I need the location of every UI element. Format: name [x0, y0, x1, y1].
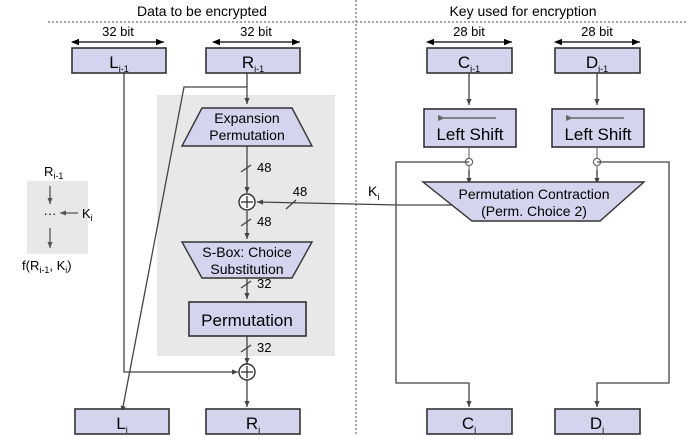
block-permutation-contraction: Permutation Contraction (Perm. Choice 2) [420, 181, 646, 222]
svg-text:Ri: Ri [246, 414, 260, 435]
box-l-prev: Li-1 [71, 47, 167, 74]
box-c-prev: Ci-1 [426, 47, 513, 74]
bitlabel-sbox-out: 32 [257, 276, 271, 291]
svg-text:Left Shift: Left Shift [436, 125, 503, 144]
legend-bg [27, 181, 88, 254]
svg-text:Li: Li [116, 414, 127, 435]
svg-text:Ci: Ci [462, 414, 476, 435]
legend-dots: ··· [44, 206, 57, 221]
svg-text:Di: Di [590, 414, 604, 435]
svg-text:32 bit: 32 bit [240, 24, 272, 39]
svg-text:Expansion: Expansion [214, 110, 279, 126]
svg-text:Di-1: Di-1 [586, 53, 608, 74]
svg-text:(Perm. Choice 2): (Perm. Choice 2) [481, 203, 587, 219]
block-left-shift-d: Left Shift [551, 108, 645, 148]
wire-rprev-to-lnext [120, 86, 247, 413]
slash-48-a [240, 164, 252, 173]
box-d-prev: Di-1 [554, 47, 641, 74]
svg-text:S-Box: Choice: S-Box: Choice [202, 244, 292, 260]
width-dim-d-prev: 28 bit [554, 24, 640, 46]
legend-input-label: Ri-1 [44, 164, 63, 181]
svg-text:Ki: Ki [368, 183, 379, 202]
svg-text:Permutation: Permutation [209, 127, 284, 143]
box-r-prev: Ri-1 [205, 47, 301, 74]
svg-text:Permutation: Permutation [201, 311, 293, 330]
xor-feistel [238, 363, 256, 381]
legend-key-label: Ki [82, 206, 93, 223]
block-expansion-permutation: Expansion Permutation [180, 107, 314, 147]
width-dim-c-prev: 28 bit [426, 24, 512, 46]
box-l-next: Li [74, 408, 170, 435]
block-left-shift-c: Left Shift [423, 108, 517, 148]
svg-text:28 bit: 28 bit [453, 24, 485, 39]
width-dim-l-prev: 32 bit [71, 24, 164, 46]
slash-32-a [240, 280, 252, 289]
width-dim-r-prev: 32 bit [212, 24, 300, 46]
slash-48-key [285, 199, 297, 210]
svg-text:Substitution: Substitution [210, 261, 283, 277]
box-c-next: Ci [426, 408, 513, 435]
block-sbox-choice-substitution: S-Box: Choice Substitution [180, 241, 314, 279]
svg-text:28 bit: 28 bit [581, 24, 613, 39]
bitlabel-expansion-out: 48 [257, 160, 271, 175]
legend-f-function: Ri-1 ··· Ki f(Ri-1, Ki) [22, 164, 93, 275]
bitlabel-perm-out: 32 [257, 340, 271, 355]
box-r-next: Ri [205, 408, 301, 435]
svg-text:Ci-1: Ci-1 [458, 53, 480, 74]
slash-32-b [240, 344, 252, 353]
bitlabel-xor-out: 48 [257, 214, 271, 229]
label-subkey-ki: Ki [368, 183, 379, 202]
wire-lprev-to-xor [123, 72, 238, 375]
svg-text:Left Shift: Left Shift [564, 125, 631, 144]
box-d-next: Di [554, 408, 641, 435]
legend-output-label: f(Ri-1, Ki) [22, 258, 72, 275]
section-title-key: Key used for encryption [449, 3, 596, 19]
slash-48-b [240, 218, 252, 227]
svg-text:Ri-1: Ri-1 [242, 53, 264, 74]
block-permutation: Permutation [188, 301, 307, 337]
bitlabel-key-in: 48 [293, 184, 307, 199]
xor-key-mixing [238, 193, 256, 211]
wire-cprev-bypass-to-cnext [395, 161, 472, 407]
wire-dprev-bypass-to-dnext [594, 161, 670, 407]
section-title-data: Data to be encrypted [137, 3, 267, 19]
svg-text:Permutation Contraction: Permutation Contraction [459, 186, 610, 202]
svg-text:32 bit: 32 bit [102, 24, 134, 39]
svg-text:Li-1: Li-1 [109, 53, 128, 74]
